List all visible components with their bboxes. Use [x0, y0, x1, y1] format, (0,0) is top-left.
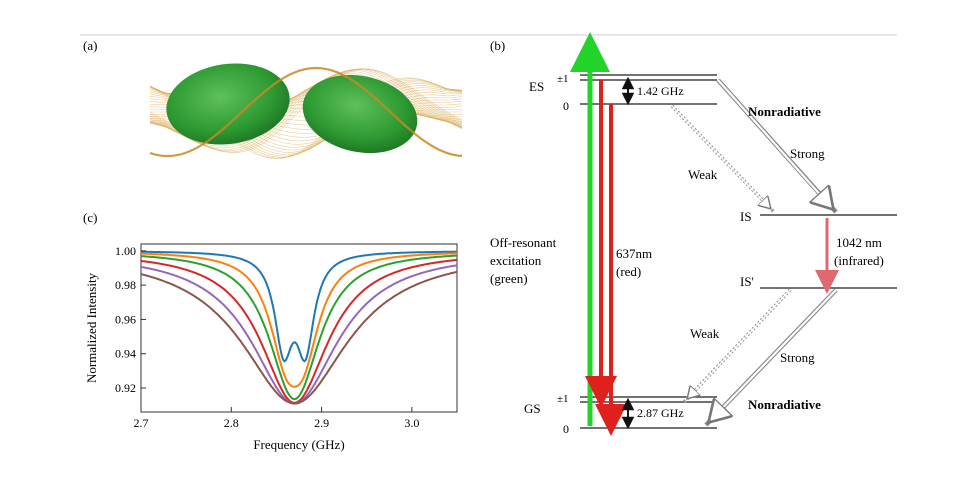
strong-arrow-bottom	[710, 289, 837, 421]
strong-bottom-label: Strong	[780, 350, 815, 365]
y-tick-label: 0.96	[115, 312, 136, 326]
beam-ribbon	[149, 66, 463, 158]
red-emission-label-line1: 637nm	[616, 246, 652, 261]
right-wavefront-disc	[302, 74, 418, 154]
odmr-spectrum-chart: 2.7 2.8 2.9 3.0 0.92 0.94 0.96 0.98 1.00 Frequen…	[84, 243, 458, 452]
beam-strand	[149, 71, 463, 147]
spectrum-series-3	[140, 254, 457, 401]
es-label: ES	[529, 79, 544, 94]
x-tick-label: 2.7	[134, 416, 149, 430]
x-tick-label: 3.0	[404, 416, 419, 430]
infrared-label-line2: (infrared)	[834, 253, 884, 268]
y-tick-label: 0.92	[115, 381, 136, 395]
nonradiative-top-label: Nonradiative	[748, 104, 821, 119]
spectrum-series-1	[141, 250, 457, 363]
es-splitting-label: 1.42 GHz	[637, 84, 684, 98]
strong-arrow-top	[717, 79, 832, 208]
is-label: IS	[740, 209, 752, 224]
gs-zero-label: 0	[563, 422, 569, 436]
y-tick-label: 0.98	[115, 278, 136, 292]
laguerre-gauss-beam-illustration	[149, 63, 463, 159]
weak-arrow-top	[671, 105, 770, 208]
x-tick-label: 2.9	[314, 416, 329, 430]
excitation-label-line1: Off-resonant	[490, 235, 557, 250]
spectrum-series-6	[140, 270, 458, 405]
gs-pm1-label: ±1	[557, 393, 569, 405]
y-tick-label: 1.00	[115, 244, 136, 258]
weak-bottom-label: Weak	[690, 326, 720, 341]
gs-splitting-label: 2.87 GHz	[637, 406, 684, 420]
red-emission-label-line2: (red)	[616, 264, 641, 279]
x-tick-label: 2.8	[224, 416, 239, 430]
spectrum-series-2	[141, 252, 457, 388]
panel-b-label: (b)	[490, 38, 505, 53]
x-axis-title: Frequency (GHz)	[253, 437, 344, 452]
left-wavefront-disc	[166, 63, 290, 145]
gs-label: GS	[524, 401, 541, 416]
spectrum-series-4	[140, 258, 458, 404]
panel-c-label: (c)	[83, 210, 97, 225]
strong-top-label: Strong	[790, 146, 825, 161]
weak-arrow-bottom	[688, 289, 791, 398]
energy-level-diagram: ES ±1 0 IS IS' GS ±1 0 1.42 GHz 2.87 GHz	[490, 32, 897, 436]
nonradiative-bottom-label: Nonradiative	[748, 397, 821, 412]
es-zero-label: 0	[563, 99, 569, 113]
y-axis-title: Normalized Intensity	[84, 272, 99, 383]
es-pm1-label: ±1	[557, 73, 569, 85]
excitation-label-line3: (green)	[490, 271, 528, 286]
infrared-label-line1: 1042 nm	[836, 235, 882, 250]
is-prime-label: IS'	[740, 274, 754, 289]
panel-a-label: (a)	[83, 38, 97, 53]
spectrum-series-5	[140, 264, 458, 405]
chart-frame	[140, 243, 458, 413]
y-tick-label: 0.94	[115, 347, 136, 361]
weak-top-label: Weak	[688, 167, 718, 182]
excitation-label-line2: excitation	[490, 253, 542, 268]
